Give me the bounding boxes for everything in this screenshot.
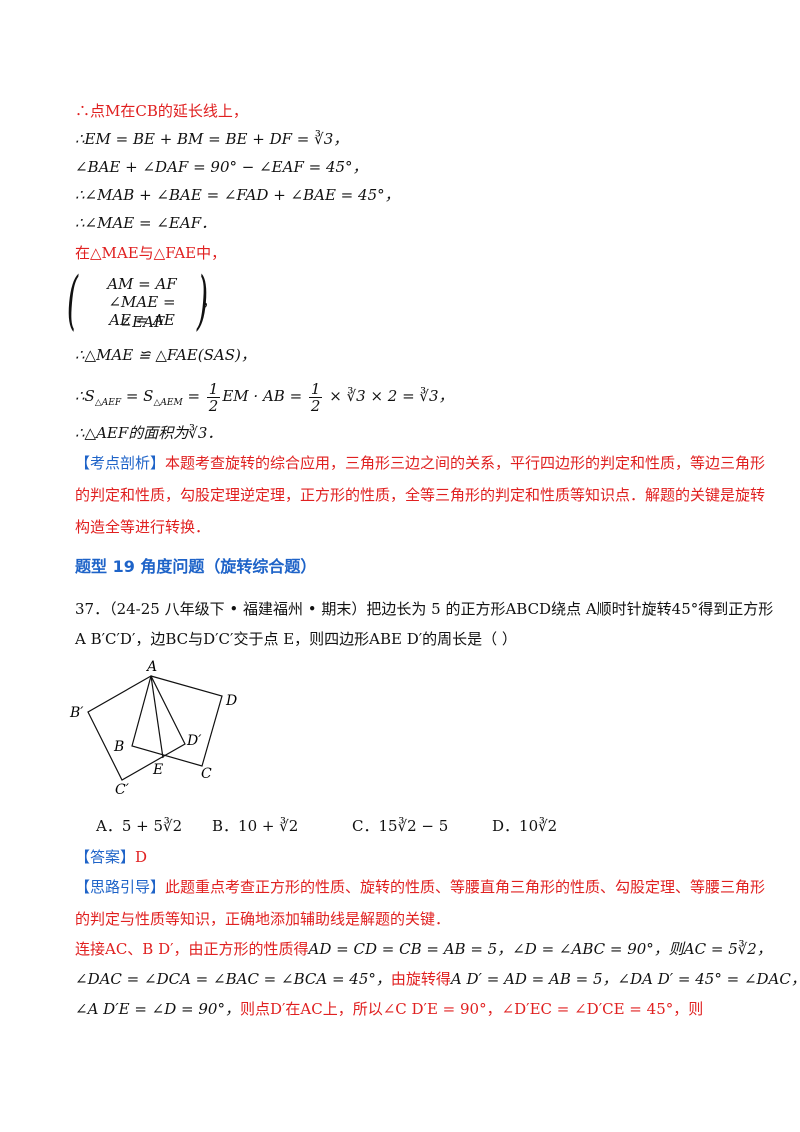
text-line-2: ∴EM = BE + BM = BE + DF = ∛3， (75, 130, 349, 148)
solution-line-2: ∠DAC = ∠DCA = ∠BAC = ∠BCA = 45°，由旋转得A D′… (75, 970, 800, 988)
answer-line: 【答案】D (75, 846, 147, 868)
option-d[interactable]: D．10∛2 (492, 817, 558, 835)
solution-line-3: ∠A D′E = ∠D = 90°，则点D′在AC上，所以∠C D′E = 90… (75, 1000, 704, 1018)
segment-ae (150, 675, 164, 759)
label-e: E (152, 762, 163, 778)
label-c: C (201, 766, 212, 782)
analysis-line-1: 【考点剖析】本题考查旋转的综合应用，三角形三边之间的关系，平行四边形的判定和性质… (75, 454, 766, 472)
text-line-5: ∴∠MAE = ∠EAF． (75, 214, 217, 232)
system-eq-1: AM = AF (107, 275, 177, 293)
section-title: 题型 19 角度问题（旋转综合题） (75, 557, 317, 576)
system-tail: ， (202, 292, 218, 310)
option-c[interactable]: C．15∛2 − 5 (352, 817, 449, 835)
square-abcd (131, 675, 223, 767)
guide-line-1: 【思路引导】此题重点考查正方形的性质、旋转的性质、等腰直角三角形的性质、勾股定理… (75, 878, 766, 896)
text-line-7: ∴△MAE ≌ △FAE(SAS)， (75, 346, 256, 364)
option-a[interactable]: A．5 + 5∛2 (96, 817, 183, 835)
label-b-prime: B′ (69, 705, 84, 721)
label-b: B (113, 739, 124, 755)
solution-line-1: 连接AC、B D′，由正方形的性质得AD = CD = CB = AB = 5，… (75, 940, 772, 958)
question-line-2: A B′C′D′，边BC与D′C′交于点 E，则四边形ABE D′的周长是（ ） (75, 630, 517, 648)
geometry-figure: A D B C B′ C′ D′ E (69, 659, 237, 798)
answer-tag: 【答案】 (75, 848, 136, 866)
text-line-6: 在△MAE与△FAE中， (75, 244, 227, 262)
text-line-1: ∴点M在CB的延长线上， (75, 102, 248, 120)
system-eq-2: ∠MAE = ∠EAF (108, 293, 176, 331)
label-a: A (145, 659, 157, 675)
question-line-1: 37．（24-25 八年级下 • 福建福州 • 期末）把边长为 5 的正方形AB… (75, 600, 774, 618)
text-line-3: ∠BAE + ∠DAF = 90° − ∠EAF = 45°， (75, 158, 368, 176)
text-line-9: ∴△AEF的面积为∛3． (75, 424, 223, 442)
answer-value: D (135, 848, 148, 866)
label-d: D (225, 693, 237, 709)
system-eq-3: AE = AE (109, 311, 175, 329)
analysis-line-2: 的判定和性质，勾股定理逆定理，正方形的性质，全等三角形的判定和性质等知识点．解题… (75, 486, 766, 504)
label-d-prime: D′ (186, 733, 202, 749)
text-line-4: ∴∠MAB + ∠BAE = ∠FAD + ∠BAE = 45°， (75, 186, 400, 204)
analysis-tag: 【考点剖析】 (75, 454, 166, 472)
square-ab-c-d-prime (87, 675, 186, 781)
analysis-line-3: 构造全等进行转换． (75, 518, 211, 536)
equation-system: ( AM = AF ∠MAE = ∠EAF AE = AE ) (66, 264, 209, 338)
label-c-prime: C′ (115, 782, 130, 798)
option-b[interactable]: B．10 + ∛2 (212, 817, 299, 835)
guide-tag: 【思路引导】 (75, 878, 166, 896)
guide-line-2: 的判定与性质等知识，正确地添加辅助线是解题的关键． (75, 910, 451, 928)
